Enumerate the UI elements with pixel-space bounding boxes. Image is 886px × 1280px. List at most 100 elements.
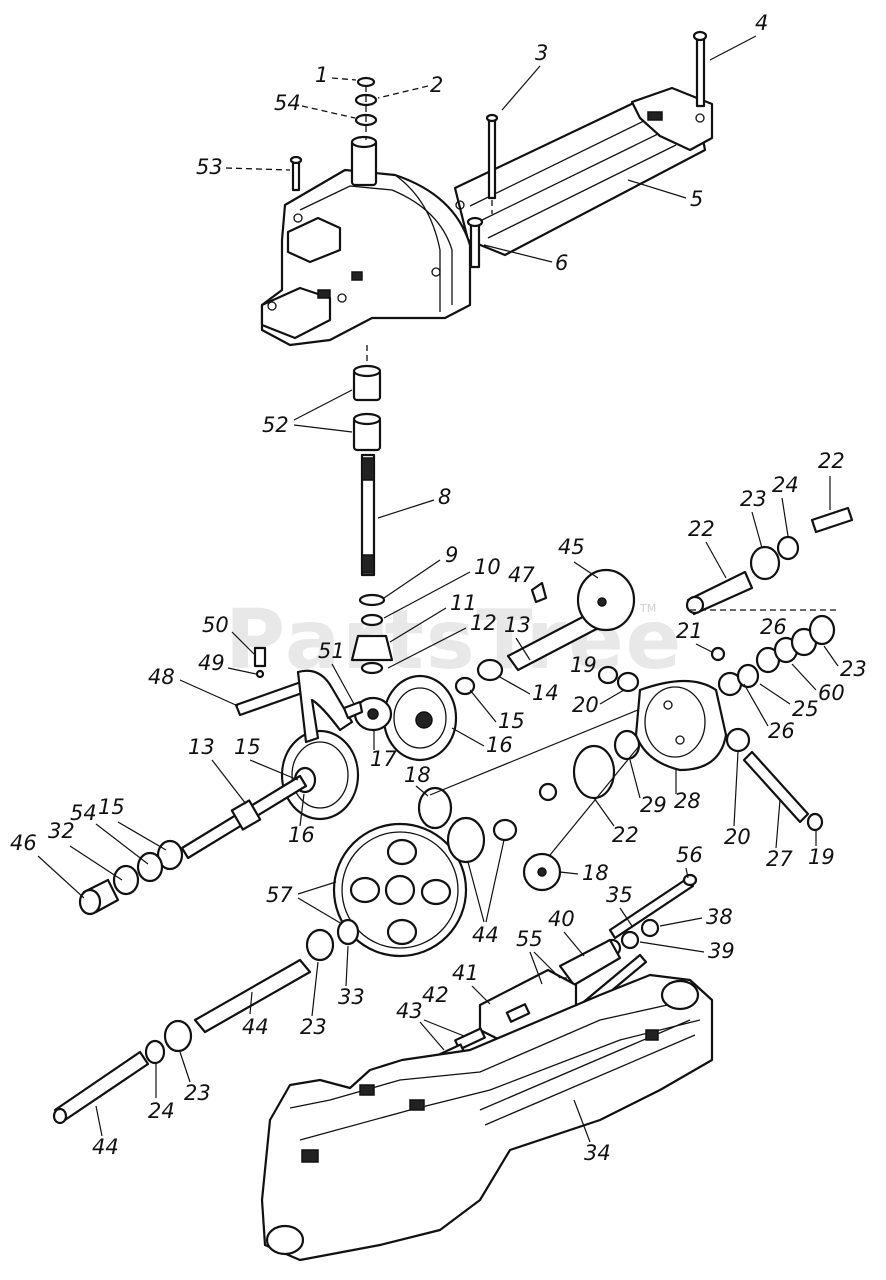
svg-text:46: 46 <box>10 831 37 855</box>
callout-46: 46 <box>10 831 85 899</box>
callout-39: 39 <box>639 939 735 963</box>
callout-21: 21 <box>676 619 713 653</box>
callout-4: 4 <box>709 11 768 61</box>
svg-text:4: 4 <box>755 11 768 35</box>
callout-41: 41 <box>452 961 491 1005</box>
callout-22-mid2: 22 <box>593 797 639 847</box>
svg-text:55: 55 <box>516 927 543 951</box>
svg-text:43: 43 <box>396 999 423 1023</box>
svg-text:25: 25 <box>792 697 819 721</box>
svg-text:54: 54 <box>274 91 301 115</box>
svg-text:5: 5 <box>690 187 703 211</box>
svg-text:20: 20 <box>572 693 599 717</box>
callout-57: 57 <box>266 881 343 925</box>
callout-18-low: 18 <box>559 861 609 885</box>
callout-3: 3 <box>501 41 548 111</box>
svg-text:48: 48 <box>148 665 175 689</box>
callout-20-right: 20 <box>724 751 751 849</box>
callout-13-top: 13 <box>504 613 531 661</box>
svg-text:53: 53 <box>196 155 223 179</box>
svg-text:23: 23 <box>184 1081 211 1105</box>
callout-25: 25 <box>759 683 819 721</box>
callout-24-top: 24 <box>772 473 799 537</box>
callout-60: 60 <box>791 663 845 705</box>
svg-text:20: 20 <box>724 825 751 849</box>
callout-9: 9 <box>383 543 458 599</box>
callout-33: 33 <box>338 945 365 1009</box>
svg-text:29: 29 <box>640 793 667 817</box>
svg-text:8: 8 <box>438 485 451 509</box>
callout-2: 2 <box>377 73 443 99</box>
svg-text:23: 23 <box>840 657 867 681</box>
svg-text:15: 15 <box>498 709 525 733</box>
svg-text:50: 50 <box>202 613 229 637</box>
svg-text:9: 9 <box>445 543 458 567</box>
washer-stack-left <box>78 839 184 916</box>
callout-8: 8 <box>377 485 451 519</box>
svg-text:51: 51 <box>318 639 345 663</box>
disc-gear-16-left <box>280 729 360 821</box>
svg-text:16: 16 <box>486 733 513 757</box>
large-spur-gear-57 <box>332 822 468 958</box>
callout-22-top: 22 <box>818 449 845 510</box>
svg-text:18: 18 <box>582 861 609 885</box>
callout-16-left: 16 <box>288 793 315 847</box>
washers-19-20 <box>597 665 640 693</box>
callout-17: 17 <box>370 730 397 771</box>
bushing-23-33 <box>305 918 360 962</box>
callout-50: 50 <box>202 613 255 655</box>
callout-48: 48 <box>148 665 239 707</box>
callout-44-bottom: 44 <box>92 1105 119 1159</box>
input-shaft-assembly <box>352 345 382 577</box>
svg-text:52: 52 <box>262 413 289 437</box>
svg-text:3: 3 <box>535 41 548 65</box>
callout-42: 42 <box>422 983 449 1007</box>
callout-26-top: 26 <box>760 615 787 639</box>
callout-49: 49 <box>198 651 257 675</box>
svg-text:12: 12 <box>470 611 497 635</box>
svg-text:49: 49 <box>198 651 225 675</box>
callout-24-low: 24 <box>148 1064 175 1123</box>
callout-23-bottom: 23 <box>179 1051 211 1105</box>
svg-text:44: 44 <box>472 923 499 947</box>
svg-text:57: 57 <box>266 883 293 907</box>
callout-18-top: 18 <box>404 763 431 797</box>
lower-case <box>260 973 714 1262</box>
svg-text:40: 40 <box>548 907 575 931</box>
callout-29: 29 <box>629 759 667 817</box>
svg-text:16: 16 <box>288 823 315 847</box>
callout-23-top: 23 <box>740 487 767 549</box>
callout-10: 10 <box>383 555 501 619</box>
gear-17 <box>353 696 393 732</box>
svg-text:34: 34 <box>584 1141 611 1165</box>
callout-56: 56 <box>676 843 703 879</box>
svg-text:45: 45 <box>558 535 585 559</box>
svg-text:15: 15 <box>234 735 261 759</box>
svg-text:44: 44 <box>242 1015 269 1039</box>
watermark-trademark: TM <box>639 602 656 615</box>
callout-47: 47 <box>508 563 535 587</box>
callout-40: 40 <box>548 907 585 957</box>
shaft-13-left <box>180 774 308 860</box>
callout-51: 51 <box>318 639 355 705</box>
callout-32: 32 <box>48 819 123 881</box>
pinion-stack <box>350 593 394 675</box>
svg-text:47: 47 <box>508 563 535 587</box>
svg-text:26: 26 <box>760 615 787 639</box>
callout-52: 52 <box>262 389 353 437</box>
callout-35: 35 <box>606 883 633 927</box>
callout-43: 43 <box>396 999 465 1051</box>
svg-text:1: 1 <box>315 63 328 87</box>
callout-19-right: 19 <box>808 830 835 869</box>
svg-text:21: 21 <box>676 619 703 643</box>
callout-23-right: 23 <box>823 645 867 681</box>
small-gears <box>417 729 641 892</box>
callout-1: 1 <box>315 63 357 87</box>
svg-text:15: 15 <box>98 795 125 819</box>
svg-text:41: 41 <box>452 961 479 985</box>
callout-22-mid: 22 <box>688 517 727 579</box>
callout-14: 14 <box>497 675 559 705</box>
callout-44-low: 44 <box>242 991 269 1039</box>
callout-19-top: 19 <box>570 653 597 677</box>
